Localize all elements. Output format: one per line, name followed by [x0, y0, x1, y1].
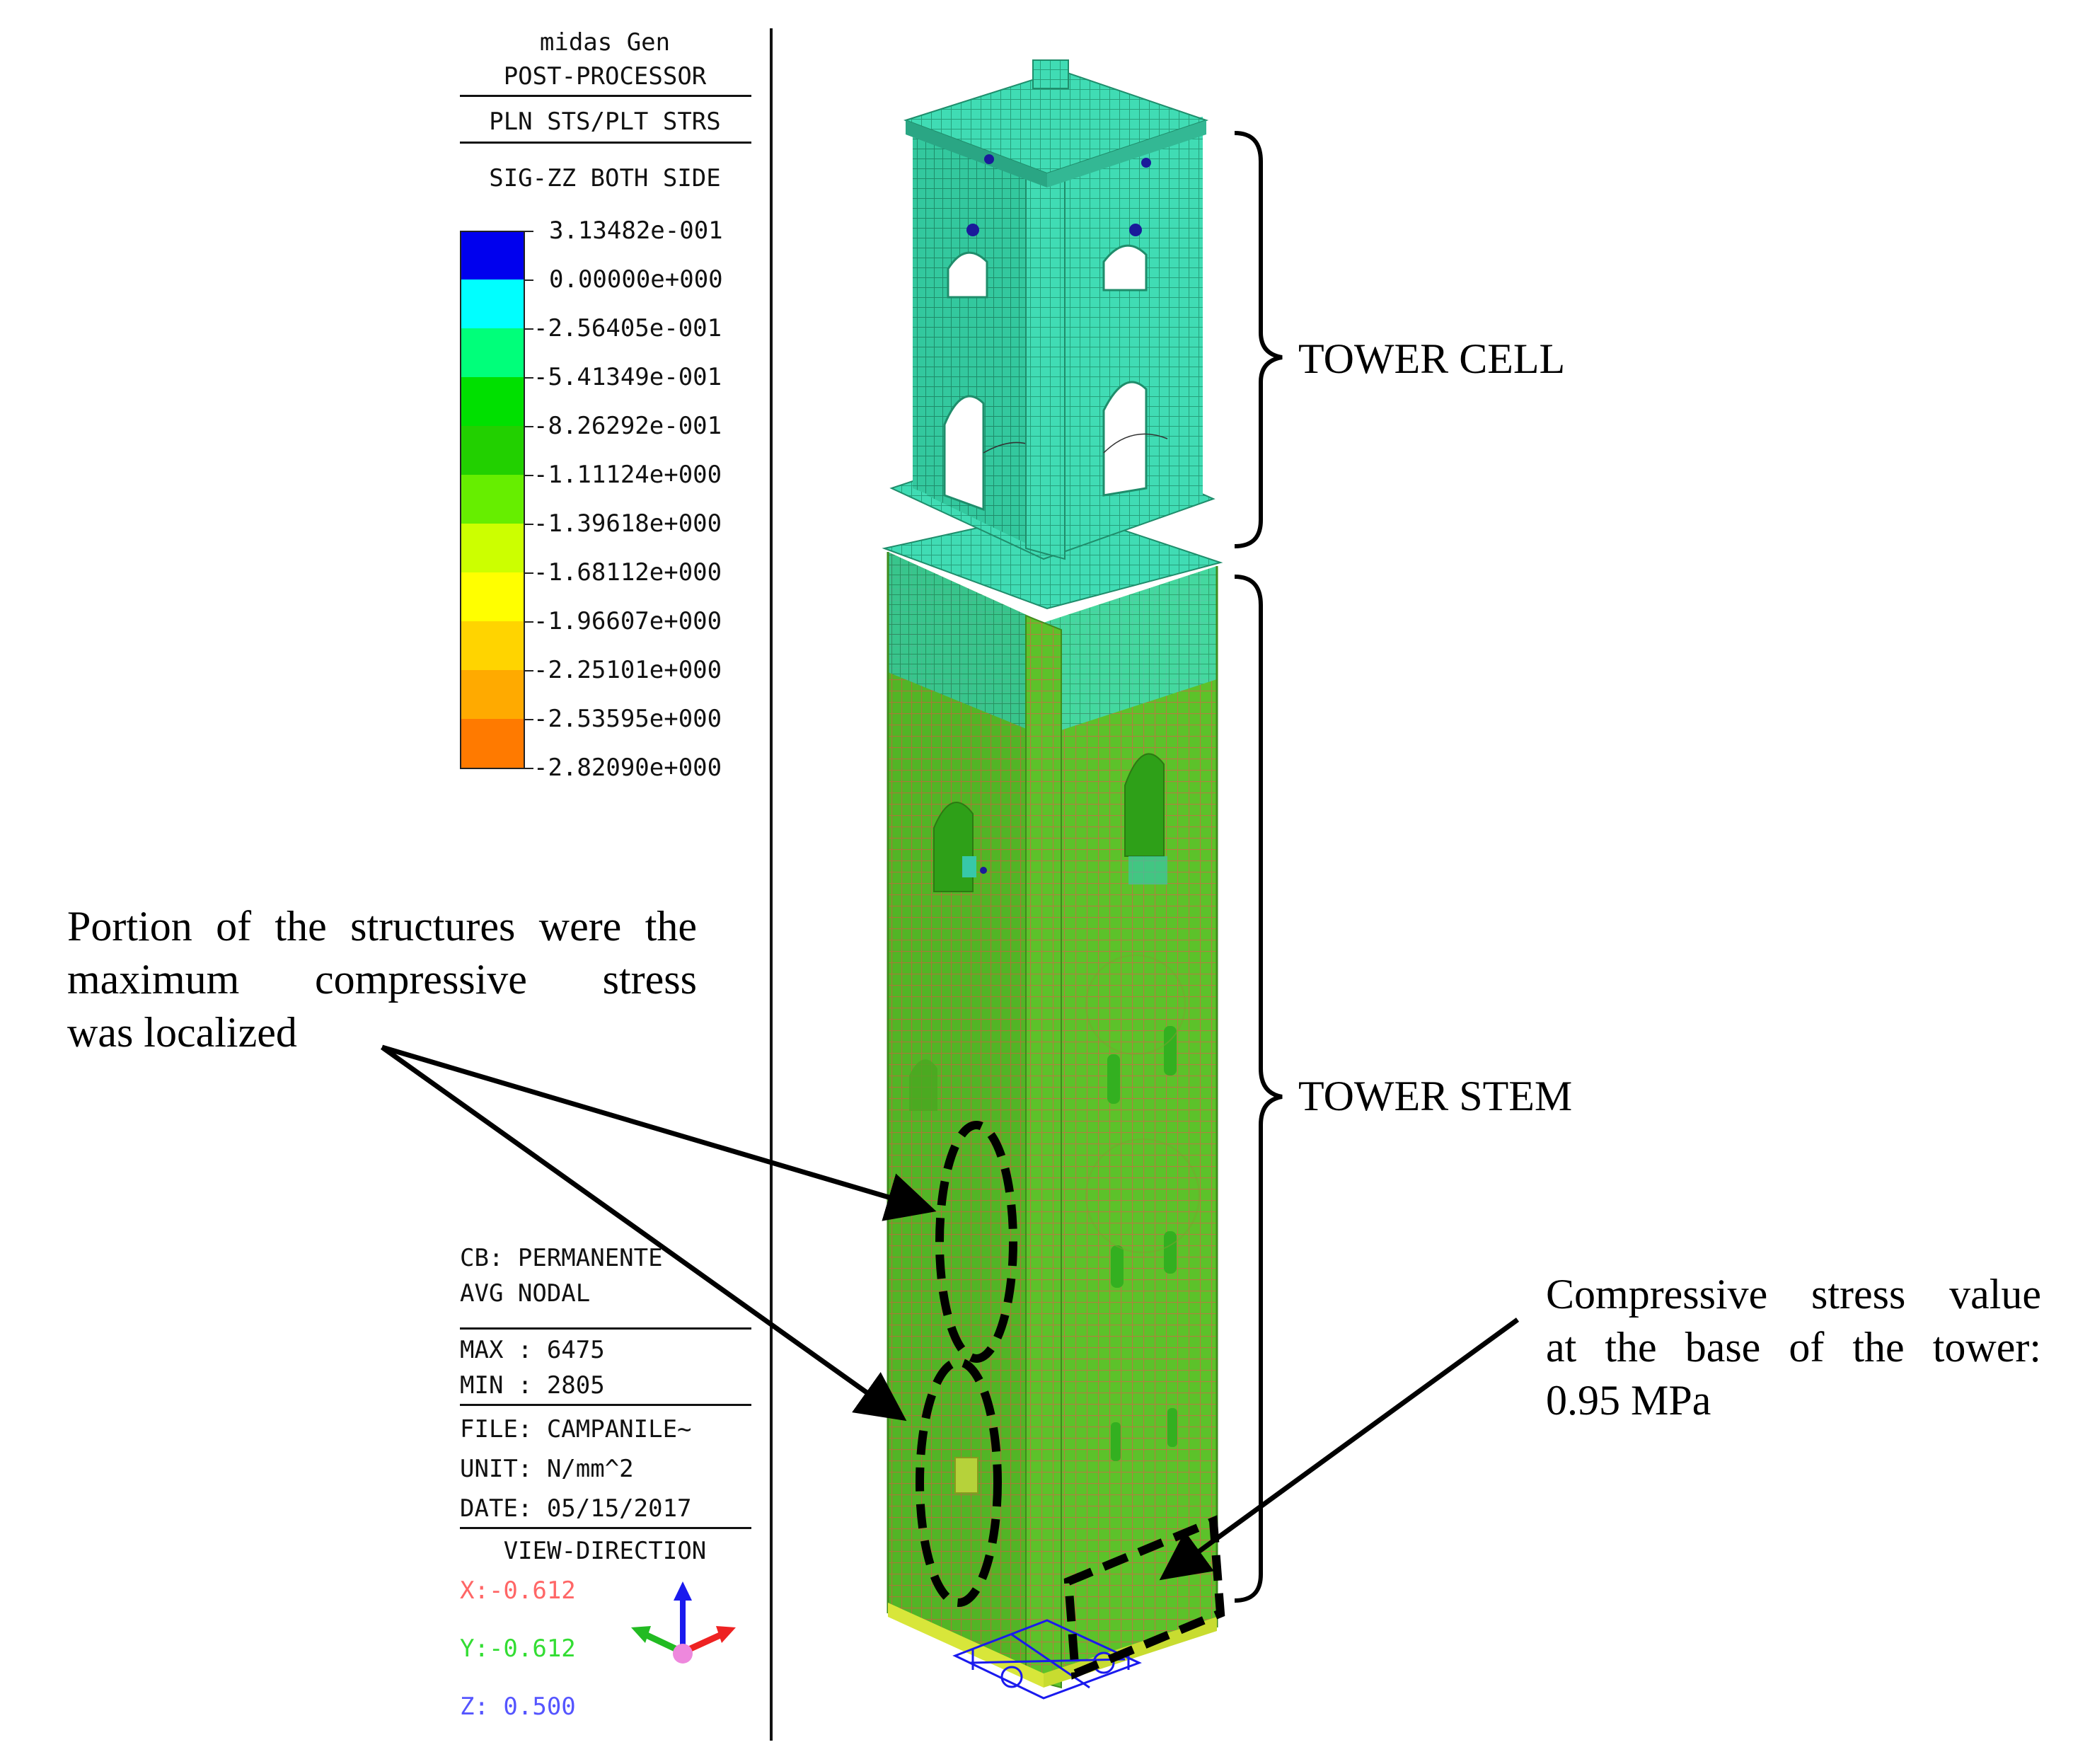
brace-tower-cell	[1234, 131, 1283, 548]
tower-stem-label: TOWER STEM	[1298, 1073, 1573, 1119]
legend-swatch	[460, 328, 525, 377]
base-stress-note-line: at the base of the tower:	[1546, 1324, 2041, 1371]
legend-tick	[524, 377, 533, 379]
legend-value: -1.39618e+000	[533, 509, 722, 538]
panel-divider	[460, 142, 751, 144]
legend-value: -5.41349e-001	[533, 363, 722, 391]
base-stress-note-line: 0.95 MPa	[1546, 1377, 1711, 1424]
legend-swatch	[460, 524, 525, 572]
legend-tick	[524, 621, 533, 623]
max-stress-ellipse-lower	[916, 1358, 1002, 1607]
stress-component: SIG-ZZ BOTH SIDE	[489, 164, 721, 192]
tower-cell-label: TOWER CELL	[1298, 335, 1566, 382]
base-stress-note: Compressive stress value at the base of …	[1546, 1268, 2041, 1427]
panel-divider	[460, 95, 751, 97]
legend-swatch	[460, 719, 525, 768]
date-label: DATE: 05/15/2017	[460, 1494, 692, 1523]
max-stress-ellipse-upper	[935, 1121, 1017, 1363]
legend-value: -1.68112e+000	[533, 558, 722, 587]
legend-value: -1.11124e+000	[533, 461, 722, 489]
tower-stem	[882, 508, 1223, 1689]
result-type: PLN STS/PLT STRS	[489, 108, 721, 136]
min-value: MIN : 2805	[460, 1371, 605, 1400]
legend-value: -2.82090e+000	[533, 754, 722, 782]
arrow-to-base-box	[1159, 1318, 1520, 1581]
combination-label: CB: PERMANENTE	[460, 1244, 663, 1272]
legend-frame	[460, 768, 525, 769]
view-x: X:-0.612	[460, 1576, 576, 1605]
file-name: FILE: CAMPANILE~	[460, 1415, 692, 1443]
legend-tick	[524, 670, 533, 671]
legend-swatch	[460, 377, 525, 426]
view-z: Z: 0.500	[460, 1693, 576, 1721]
averaging-label: AVG NODAL	[460, 1279, 591, 1308]
base-stress-box	[1063, 1515, 1225, 1680]
legend-tick	[524, 572, 533, 574]
max-stress-note-line: was localized	[67, 1009, 297, 1056]
legend-frame	[460, 231, 525, 232]
unit-label: UNIT: N/mm^2	[460, 1455, 634, 1483]
legend-value: -8.26292e-001	[533, 412, 722, 440]
legend-tick	[524, 524, 533, 525]
brace-tower-stem	[1234, 575, 1283, 1603]
panel-divider	[460, 1404, 751, 1406]
program-name: midas Gen	[539, 28, 671, 57]
legend-swatch	[460, 475, 525, 524]
legend-value: -2.53595e+000	[533, 705, 722, 733]
max-value: MAX : 6475	[460, 1336, 605, 1364]
legend-tick	[524, 475, 533, 476]
legend-swatch	[460, 670, 525, 719]
legend-tick	[524, 279, 533, 281]
legend-swatch	[460, 426, 525, 475]
legend-value: -1.96607e+000	[533, 607, 722, 635]
legend-swatch	[460, 572, 525, 621]
axis-gizmo-icon	[631, 1581, 736, 1664]
legend-tick	[524, 231, 533, 232]
tower-cell	[889, 59, 1215, 874]
max-stress-note: Portion of the structures were the maxim…	[67, 900, 697, 1059]
legend-value: 3.13482e-001	[549, 217, 723, 245]
legend-tick	[524, 768, 533, 769]
base-stress-note-line: Compressive stress value	[1546, 1271, 2041, 1318]
legend-swatch	[460, 279, 525, 328]
legend-swatch	[460, 621, 525, 670]
panel-divider	[460, 1527, 751, 1529]
support-grid	[952, 1619, 1142, 1700]
legend-tick	[524, 328, 533, 330]
arrow-to-upper-ellipse	[381, 1044, 937, 1221]
legend-value: -2.25101e+000	[533, 656, 722, 684]
module-name: POST-PROCESSOR	[503, 62, 707, 91]
legend-value: 0.00000e+000	[549, 265, 723, 294]
view-y: Y:-0.612	[460, 1635, 576, 1663]
panel-divider	[460, 1327, 751, 1330]
max-stress-note-line: Portion of the structures were the	[67, 903, 697, 950]
arrow-to-lower-ellipse	[380, 1045, 907, 1422]
legend-value: -2.56405e-001	[533, 314, 722, 342]
legend-swatch	[460, 231, 525, 279]
max-stress-note-line: maximum compressive stress	[67, 956, 697, 1003]
view-direction-title: VIEW-DIRECTION	[503, 1537, 707, 1565]
legend-tick	[524, 719, 533, 720]
legend-tick	[524, 426, 533, 427]
